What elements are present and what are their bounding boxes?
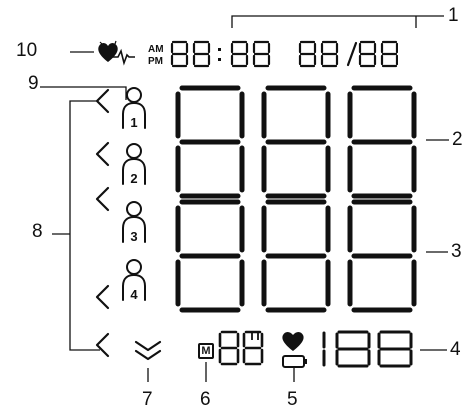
user-2-number: 2 xyxy=(130,171,137,186)
callout-number-9: 9 xyxy=(28,73,39,94)
am-indicator: AM xyxy=(148,44,164,55)
callout-number-4: 4 xyxy=(450,339,461,360)
date-display xyxy=(298,40,398,68)
pm-indicator: PM xyxy=(148,56,163,67)
user-4-number: 4 xyxy=(130,287,138,302)
callout-number-3: 3 xyxy=(451,241,462,262)
heart-icon xyxy=(282,332,304,351)
callout-number-1: 1 xyxy=(448,5,459,26)
user-chevrons xyxy=(95,88,110,358)
callout-number-6: 6 xyxy=(200,389,211,410)
user-4-icon: 4 xyxy=(122,259,146,302)
time-display xyxy=(170,40,271,68)
user-chevron-2-icon xyxy=(95,141,110,167)
systolic-display xyxy=(175,85,417,199)
diastolic-display xyxy=(175,199,417,313)
memory-number-display xyxy=(218,330,264,366)
callout-number-2: 2 xyxy=(452,129,463,150)
callout-number-5: 5 xyxy=(287,389,298,410)
memory-indicator: M xyxy=(198,343,214,359)
callout-number-7: 7 xyxy=(142,389,153,410)
user-1-icon: 1 xyxy=(122,87,146,130)
callout-number-10: 10 xyxy=(16,40,38,61)
pulse-display xyxy=(322,330,413,368)
callout-number-8: 8 xyxy=(32,221,43,242)
double-chevron-down-icon xyxy=(134,340,162,361)
user-3-number: 3 xyxy=(130,229,137,244)
battery-icon xyxy=(282,355,307,368)
user-3-icon: 3 xyxy=(122,201,146,244)
user-1-number: 1 xyxy=(130,115,137,130)
user-2-icon: 2 xyxy=(122,143,146,186)
irregular-heartbeat-icon xyxy=(98,40,135,66)
